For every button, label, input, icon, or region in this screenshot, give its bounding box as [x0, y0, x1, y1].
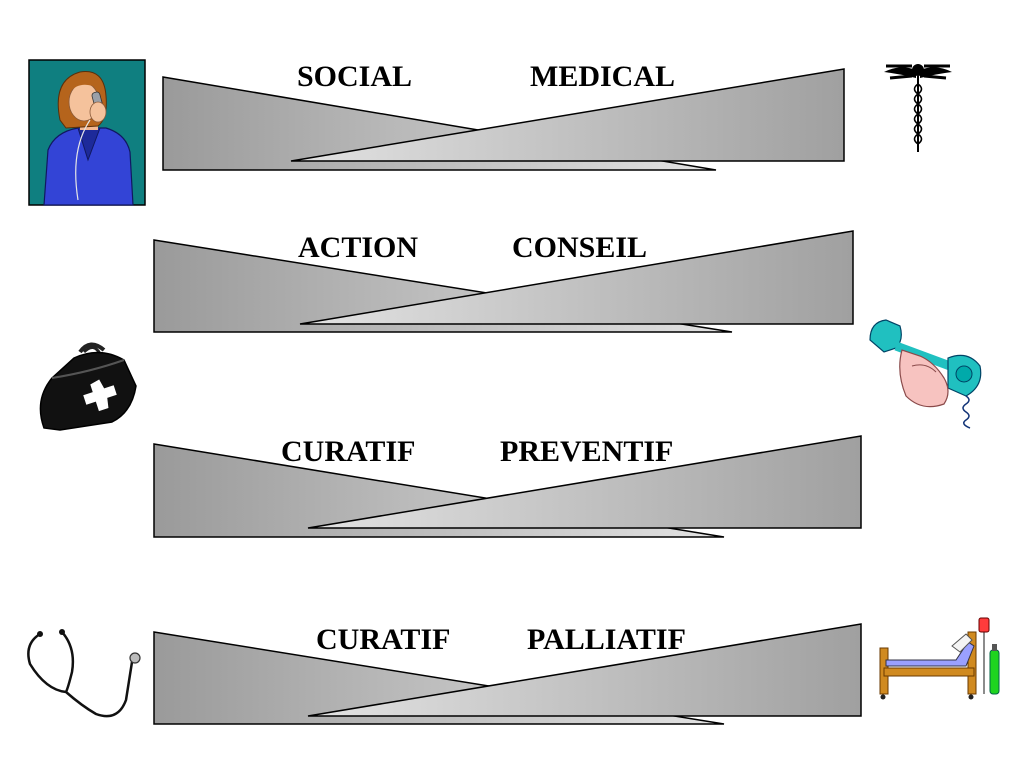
telephone-handset-icon	[869, 319, 982, 429]
left-label: CURATIF	[281, 435, 415, 468]
woman-on-phone-icon	[28, 59, 146, 206]
right-wedge	[290, 68, 845, 162]
wedge-row-3: CURATIF PREVENTIF	[153, 435, 862, 538]
wedge-row-2: ACTION CONSEIL	[153, 230, 854, 333]
right-label: CONSEIL	[512, 231, 647, 264]
right-label: PREVENTIF	[500, 435, 673, 468]
left-label: SOCIAL	[297, 60, 412, 93]
right-label: MEDICAL	[530, 60, 675, 93]
doctor-bag-icon	[39, 342, 137, 431]
right-label: PALLIATIF	[527, 623, 686, 656]
left-label: ACTION	[298, 231, 418, 264]
right-wedge	[299, 230, 854, 325]
left-label: CURATIF	[316, 623, 450, 656]
stethoscope-icon	[27, 629, 141, 718]
right-wedge	[307, 435, 862, 529]
wedge-row-4: CURATIF PALLIATIF	[153, 623, 862, 725]
caduceus-icon	[884, 64, 952, 152]
right-wedge	[307, 623, 862, 717]
hospital-bed-icon	[879, 617, 1000, 700]
wedge-row-1: SOCIAL MEDICAL	[162, 60, 845, 171]
